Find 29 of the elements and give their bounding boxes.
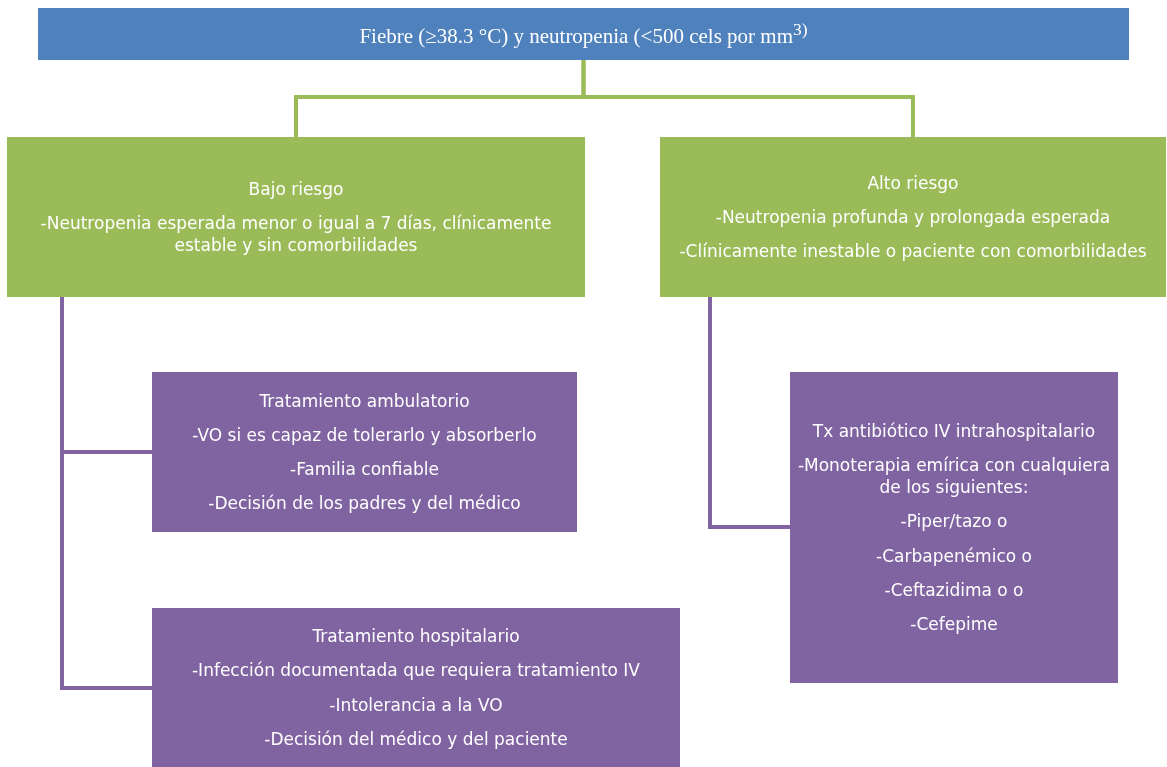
risk-box bbox=[7, 137, 585, 297]
node-text: -Piper/tazo o bbox=[900, 510, 1008, 533]
risk-box bbox=[660, 137, 1166, 297]
node-heading: Tratamiento hospitalario bbox=[312, 625, 520, 648]
node-text: -Cefepime bbox=[910, 612, 998, 635]
connector-line bbox=[708, 297, 790, 529]
node-text: -Intolerancia a la VO bbox=[329, 693, 503, 716]
treatment-box bbox=[790, 372, 1118, 683]
connector-line bbox=[60, 297, 152, 690]
node-text: -Infección documentada que requiera tratamiento IV bbox=[192, 659, 640, 682]
node-text: -Carbapenémico o bbox=[876, 544, 1032, 567]
connector-line bbox=[581, 60, 915, 137]
node-heading: Tratamiento ambulatorio bbox=[259, 389, 470, 412]
node-text: -Decisión del médico y del paciente bbox=[264, 727, 568, 750]
node-text: -VO si es capaz de tolerarlo y absorberlo bbox=[192, 423, 537, 446]
node-text: -Monoterapia emírica con cualquiera de los siguientes: bbox=[796, 454, 1112, 499]
title-box bbox=[38, 8, 1129, 60]
node-heading: Fiebre (≥38.3 °C) y neutropenia (<500 cels por mm$^{3)}$ bbox=[359, 17, 808, 50]
treatment-box bbox=[152, 608, 680, 767]
node-text: -Ceftazidima o o bbox=[884, 578, 1024, 601]
node-text: -Neutropenia profunda y prolongada esperada bbox=[715, 205, 1111, 229]
node-text: -Familia confiable bbox=[290, 458, 439, 481]
node-heading: Bajo riesgo bbox=[248, 177, 344, 200]
node-text: -Neutropenia esperada menor o igual a 7 días, clínicamente estable y sin comorbilidades bbox=[39, 211, 553, 257]
node-heading: Alto riesgo bbox=[867, 171, 959, 194]
node-text: -Decisión de los padres y del médico bbox=[208, 492, 521, 515]
treatment-box bbox=[152, 372, 577, 532]
node-text: -Clínicamente inestable o paciente con comorbilidades bbox=[679, 240, 1147, 263]
node-heading: Tx antibiótico IV intrahospitalario bbox=[812, 420, 1096, 443]
